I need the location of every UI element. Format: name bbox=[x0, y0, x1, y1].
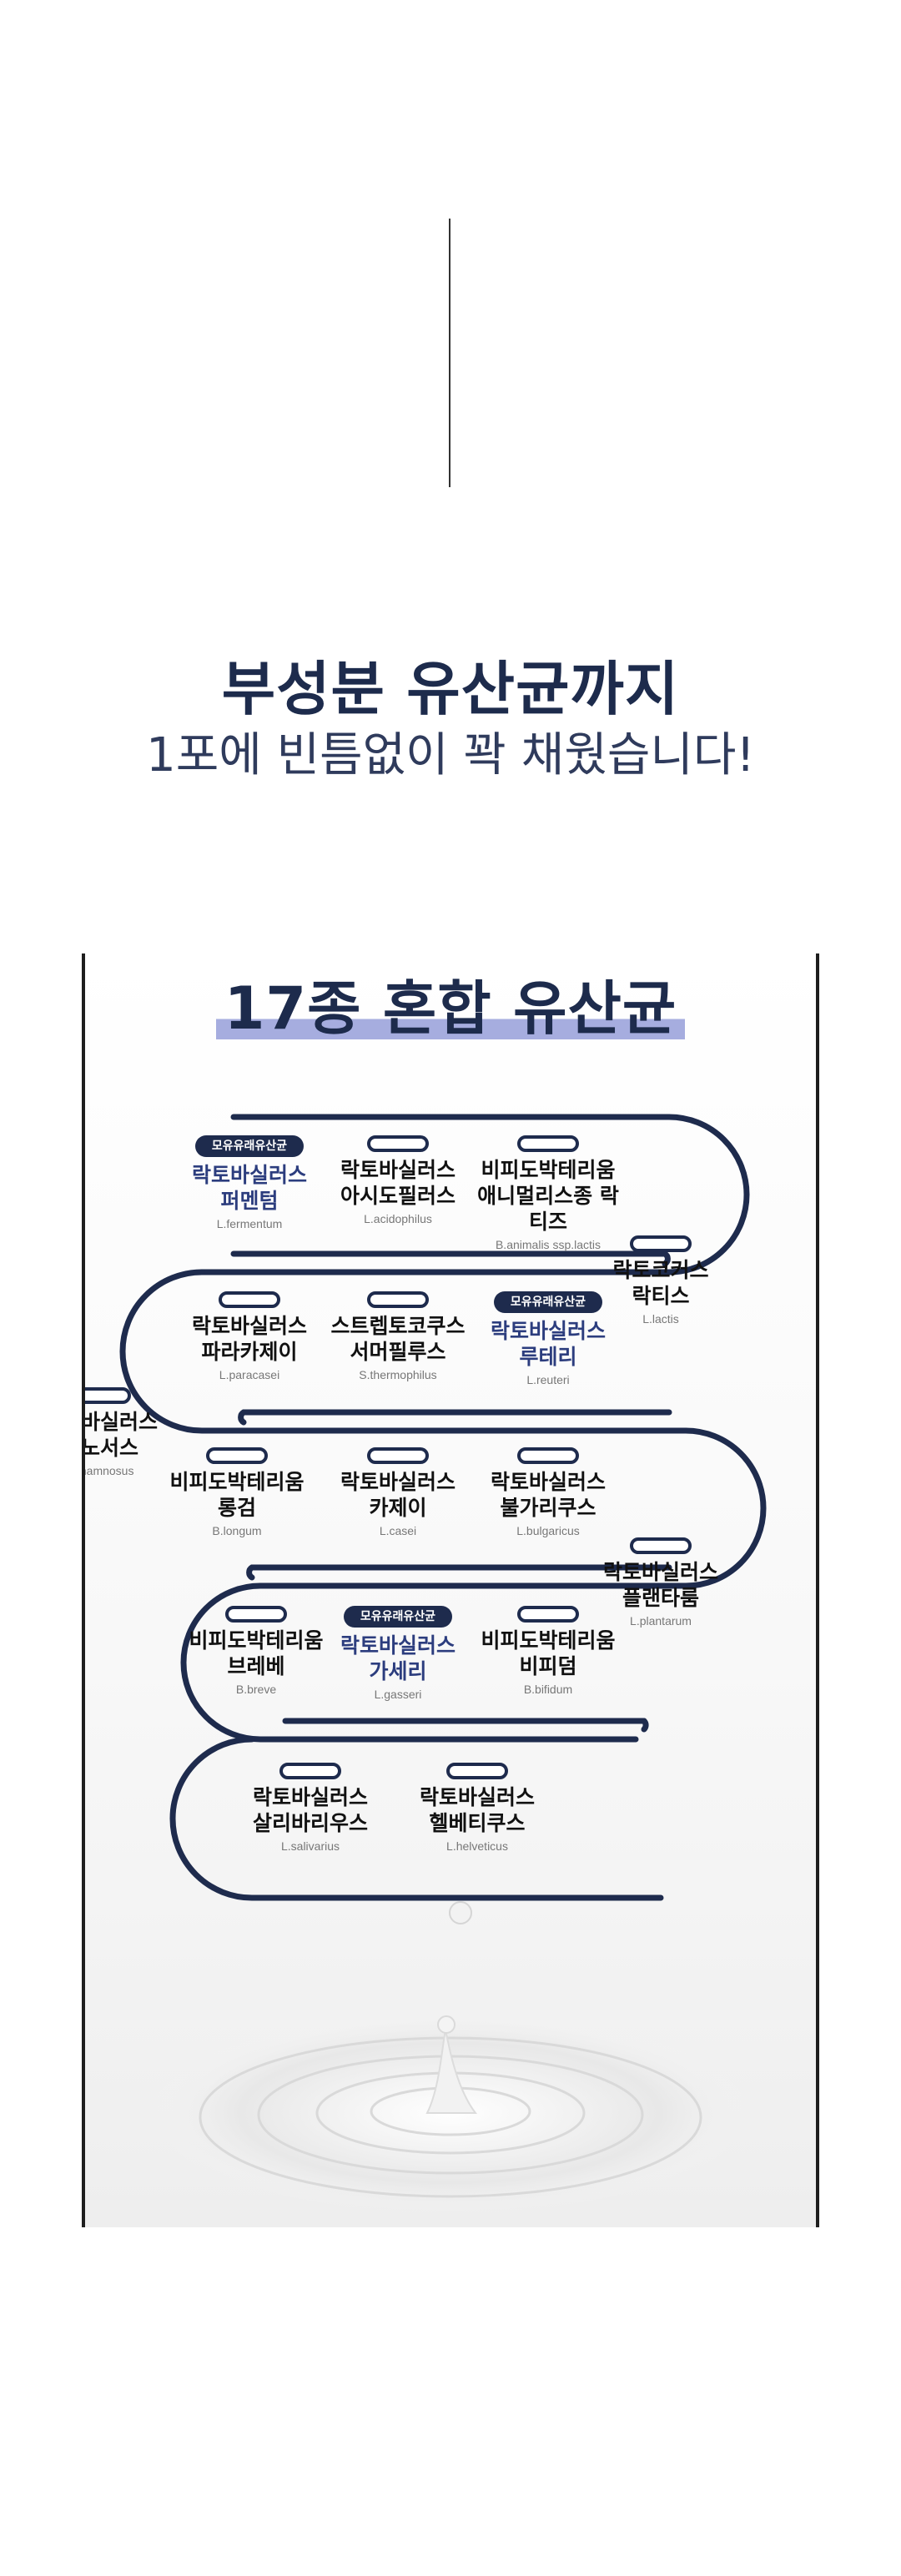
strain-latin-name: L.salivarius bbox=[280, 1839, 340, 1853]
capsule-icon bbox=[517, 1606, 579, 1623]
panel-title: 17종 혼합 유산균 bbox=[85, 962, 816, 1046]
capsule-icon bbox=[225, 1606, 287, 1623]
capsule-icon bbox=[630, 1235, 692, 1252]
capsule-icon bbox=[630, 1537, 692, 1554]
capsule-icon bbox=[517, 1447, 579, 1464]
capsule-icon bbox=[367, 1447, 429, 1464]
strain-latin-name: L.plantarum bbox=[630, 1614, 692, 1628]
strain-latin-name: L.casei bbox=[379, 1524, 417, 1537]
headline-title: 부성분 유산균까지 bbox=[221, 655, 680, 723]
strain-latin-name: L.bulgaricus bbox=[516, 1524, 580, 1537]
strain-latin-name: L.acidophilus bbox=[364, 1212, 432, 1225]
strain-item: 락토바실러스람노서스 L.rhamnosus bbox=[82, 1387, 175, 1477]
strain-latin-name: L.paracasei bbox=[219, 1368, 280, 1381]
capsule-icon bbox=[279, 1763, 341, 1779]
strain-name: 락토바실러스람노서스 bbox=[82, 1410, 158, 1460]
capsule-icon bbox=[367, 1135, 429, 1152]
probiotics-panel: 17종 혼합 유산균 bbox=[82, 953, 819, 2227]
panel-title-text: 17종 혼합 유산균 bbox=[215, 962, 686, 1046]
strain-latin-name: L.helveticus bbox=[446, 1839, 508, 1853]
breast-milk-origin-badge: 모유유래유산균 bbox=[344, 1606, 452, 1628]
strain-latin-name: B.animalis ssp.lactis bbox=[495, 1238, 602, 1251]
capsule-icon bbox=[517, 1135, 579, 1152]
strain-latin-name: B.longum bbox=[212, 1524, 262, 1537]
strain-latin-name: L.fermentum bbox=[216, 1217, 283, 1230]
strain-latin-name: L.lactis bbox=[642, 1312, 679, 1326]
strain-latin-name: L.gasseri bbox=[374, 1688, 422, 1701]
capsule-icon bbox=[219, 1291, 280, 1308]
capsule-icon bbox=[85, 1387, 131, 1404]
strain-latin-name: S.thermophilus bbox=[359, 1368, 437, 1381]
headline-subtitle: 1포에 빈틈없이 꽉 채웠습니다! bbox=[146, 728, 755, 782]
breast-milk-origin-badge: 모유유래유산균 bbox=[195, 1135, 304, 1157]
breast-milk-origin-badge: 모유유래유산균 bbox=[494, 1291, 602, 1313]
serpentine-tube bbox=[119, 1114, 767, 1901]
capsule-icon bbox=[367, 1291, 429, 1308]
strain-latin-name: B.bifidum bbox=[523, 1683, 573, 1696]
vertical-divider-line bbox=[449, 219, 450, 487]
capsule-icon bbox=[446, 1763, 508, 1779]
strain-latin-name: B.breve bbox=[235, 1683, 277, 1696]
strain-latin-name: L.rhamnosus bbox=[85, 1464, 134, 1477]
milk-splash-illustration bbox=[150, 1901, 751, 2213]
strain-latin-name: L.reuteri bbox=[526, 1373, 570, 1386]
capsule-icon bbox=[206, 1447, 268, 1464]
